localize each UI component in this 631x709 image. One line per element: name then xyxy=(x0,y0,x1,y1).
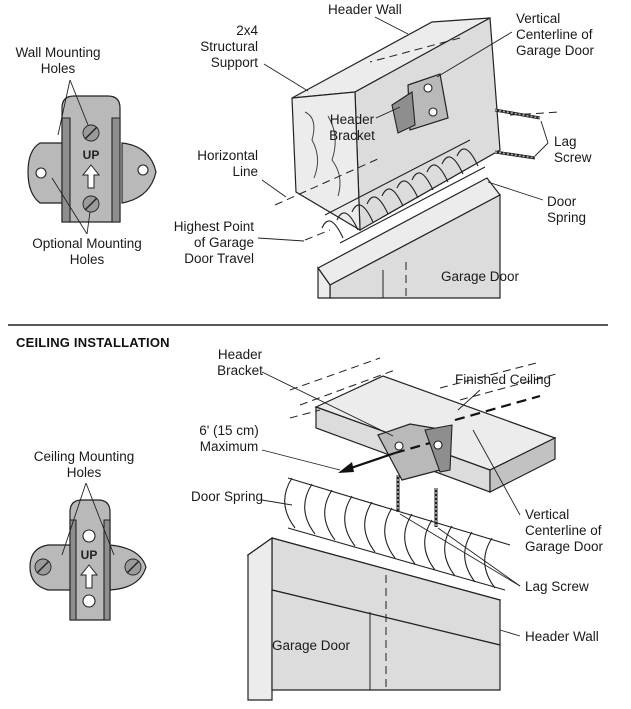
wall-bracket-detail: UP xyxy=(27,95,157,223)
ceiling-door-spring-label: Door Spring xyxy=(191,489,263,504)
up-arrow-icon xyxy=(81,164,101,189)
ceiling-garage-door xyxy=(246,536,502,701)
ceiling-header-wall-label: Header Wall xyxy=(525,629,599,644)
ceiling-lag-screw-icon xyxy=(396,475,438,527)
ceiling-bracket-up-text: UP xyxy=(81,548,98,562)
finished-ceiling-label: Finished Ceiling xyxy=(455,372,551,387)
ceiling-bracket-screw-left-icon xyxy=(34,558,52,576)
ceiling-lag-screw-label: Lag Screw xyxy=(525,579,589,594)
wall-garage-door xyxy=(317,177,501,299)
ceiling-garage-door-label: Garage Door xyxy=(272,638,351,653)
wall-door-spring xyxy=(321,139,486,244)
wall-bracket-screw-top-icon xyxy=(82,124,100,142)
ceiling-bracket-detail: UP xyxy=(29,499,147,621)
ceiling-bracket-screw-right-icon xyxy=(124,558,142,576)
max-distance-arrow-icon xyxy=(338,441,431,473)
up-arrow-icon xyxy=(79,564,99,589)
ceiling-door-spring xyxy=(284,477,511,591)
ceiling-header-bracket xyxy=(377,423,453,481)
wall-garage-door-label: Garage Door xyxy=(441,269,520,284)
wall-header-bracket xyxy=(391,73,449,134)
wall-header-wall-label: Header Wall xyxy=(328,2,402,17)
maximum-distance-label: 6' (15 cm)Maximum xyxy=(199,423,259,454)
ceiling-installation-heading: CEILING INSTALLATION xyxy=(16,335,170,350)
wall-lag-screw-icon xyxy=(494,108,541,160)
wall-bracket-up-text: UP xyxy=(83,148,100,162)
wall-bracket-screw-bottom-icon xyxy=(82,195,100,213)
